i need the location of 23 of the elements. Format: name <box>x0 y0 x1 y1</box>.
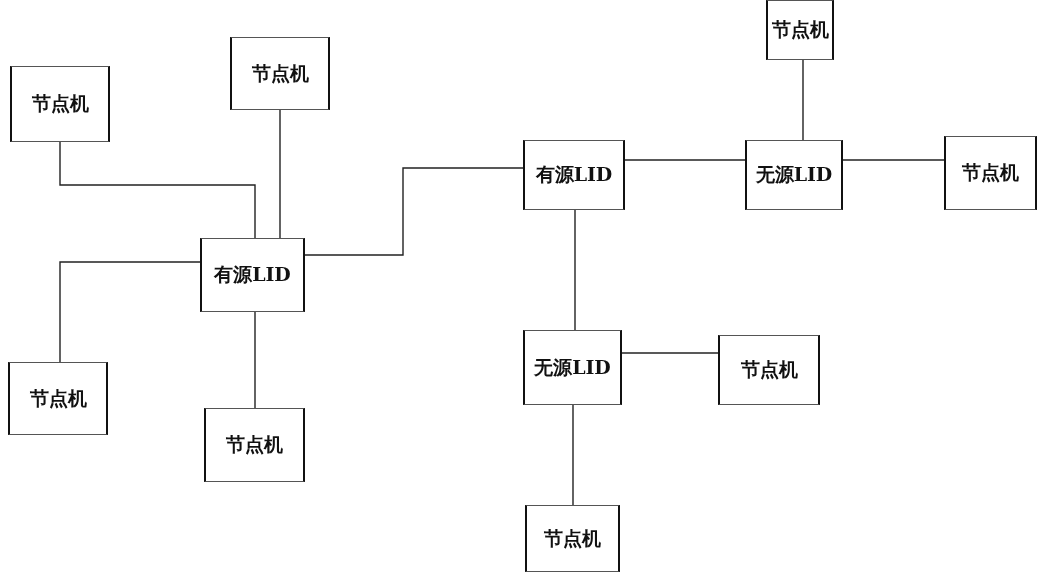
node-box: 节点机 <box>525 505 620 572</box>
connector-line <box>304 167 524 256</box>
node-box: 节点机 <box>204 408 305 482</box>
connector-line <box>572 404 574 506</box>
node-box: 节点机 <box>8 362 108 435</box>
node-box: 有源LID <box>200 238 305 312</box>
connector-line <box>59 261 201 363</box>
connector-line <box>621 352 719 354</box>
node-box: 节点机 <box>718 335 820 405</box>
connector-line <box>279 109 281 239</box>
connector-line <box>59 141 256 239</box>
connector-line <box>624 159 746 161</box>
connector-line <box>254 311 256 409</box>
connector-line <box>802 59 804 141</box>
node-box: 节点机 <box>766 0 834 60</box>
node-box: 节点机 <box>944 136 1037 210</box>
connector-line <box>574 209 576 331</box>
node-box: 有源LID <box>523 140 625 210</box>
node-box: 无源LID <box>523 330 622 405</box>
node-box: 无源LID <box>745 140 843 210</box>
node-box: 节点机 <box>10 66 110 142</box>
node-box: 节点机 <box>230 37 330 110</box>
connector-line <box>842 159 945 161</box>
